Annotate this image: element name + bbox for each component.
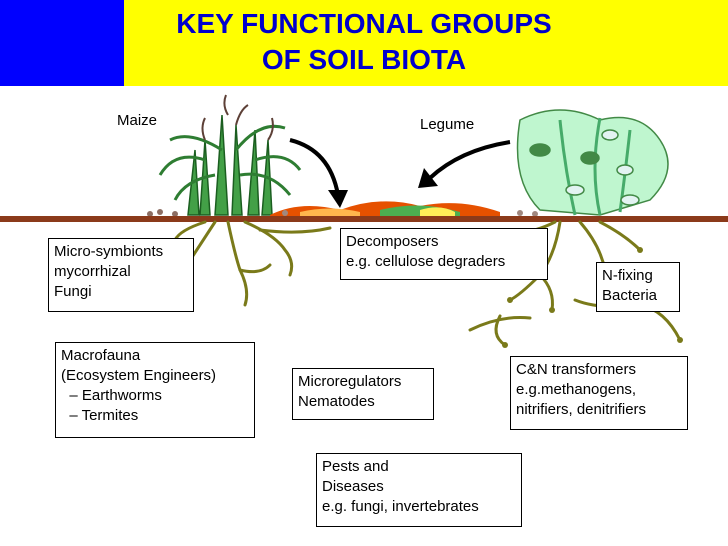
legume-plant-icon bbox=[516, 109, 669, 216]
box-line: Microregulators bbox=[298, 373, 402, 390]
decomposers-box: Decomposers e.g. cellulose degraders bbox=[340, 228, 548, 280]
box-line: e.g. fungi, invertebrates bbox=[322, 498, 479, 515]
box-line: e.g.methanogens, bbox=[516, 381, 637, 398]
page-title: KEY FUNCTIONAL GROUPS OF SOIL BIOTA bbox=[0, 6, 728, 78]
title-line-2: OF SOIL BIOTA bbox=[261, 44, 467, 75]
box-line: Micro-symbionts bbox=[54, 243, 164, 260]
box-line: Macrofauna bbox=[61, 347, 141, 364]
box-line: C&N transformers bbox=[516, 361, 637, 378]
arrow-maize-to-litter-icon bbox=[289, 138, 348, 208]
box-line: Pests and bbox=[322, 458, 389, 475]
nfixing-box: N-fixing Bacteria bbox=[596, 262, 680, 312]
legume-label: Legume bbox=[420, 116, 475, 133]
box-line: e.g. cellulose degraders bbox=[346, 253, 506, 270]
maize-plant-icon bbox=[158, 94, 302, 216]
box-line: N-fixing bbox=[602, 267, 653, 284]
pests-diseases-box: Pests and Diseases e.g. fungi, invertebr… bbox=[316, 453, 522, 527]
box-line: Diseases bbox=[322, 478, 384, 495]
box-line: nitrifiers, denitrifiers bbox=[516, 401, 647, 418]
microregulators-box: Microregulators Nematodes bbox=[292, 368, 434, 420]
box-line: – Termites bbox=[61, 407, 139, 424]
box-line: Fungi bbox=[54, 283, 92, 300]
box-line: – Earthworms bbox=[61, 387, 162, 404]
macrofauna-box: Macrofauna (Ecosystem Engineers) – Earth… bbox=[55, 342, 255, 438]
cn-transformers-box: C&N transformers e.g.methanogens, nitrif… bbox=[510, 356, 688, 430]
soil-surface-line bbox=[0, 216, 728, 222]
title-line-1: KEY FUNCTIONAL GROUPS bbox=[176, 8, 552, 39]
box-line: Decomposers bbox=[346, 233, 439, 250]
title-band bbox=[0, 0, 728, 86]
maize-label: Maize bbox=[117, 112, 158, 129]
box-line: Nematodes bbox=[298, 393, 375, 410]
box-line: Bacteria bbox=[602, 287, 658, 304]
microsymbionts-box: Micro-symbionts mycorrhizal Fungi bbox=[48, 238, 194, 312]
litter-layer-icon bbox=[147, 201, 538, 218]
box-line: mycorrhizal bbox=[54, 263, 131, 280]
arrow-legume-to-litter-icon bbox=[418, 140, 511, 188]
box-line: (Ecosystem Engineers) bbox=[61, 367, 217, 384]
